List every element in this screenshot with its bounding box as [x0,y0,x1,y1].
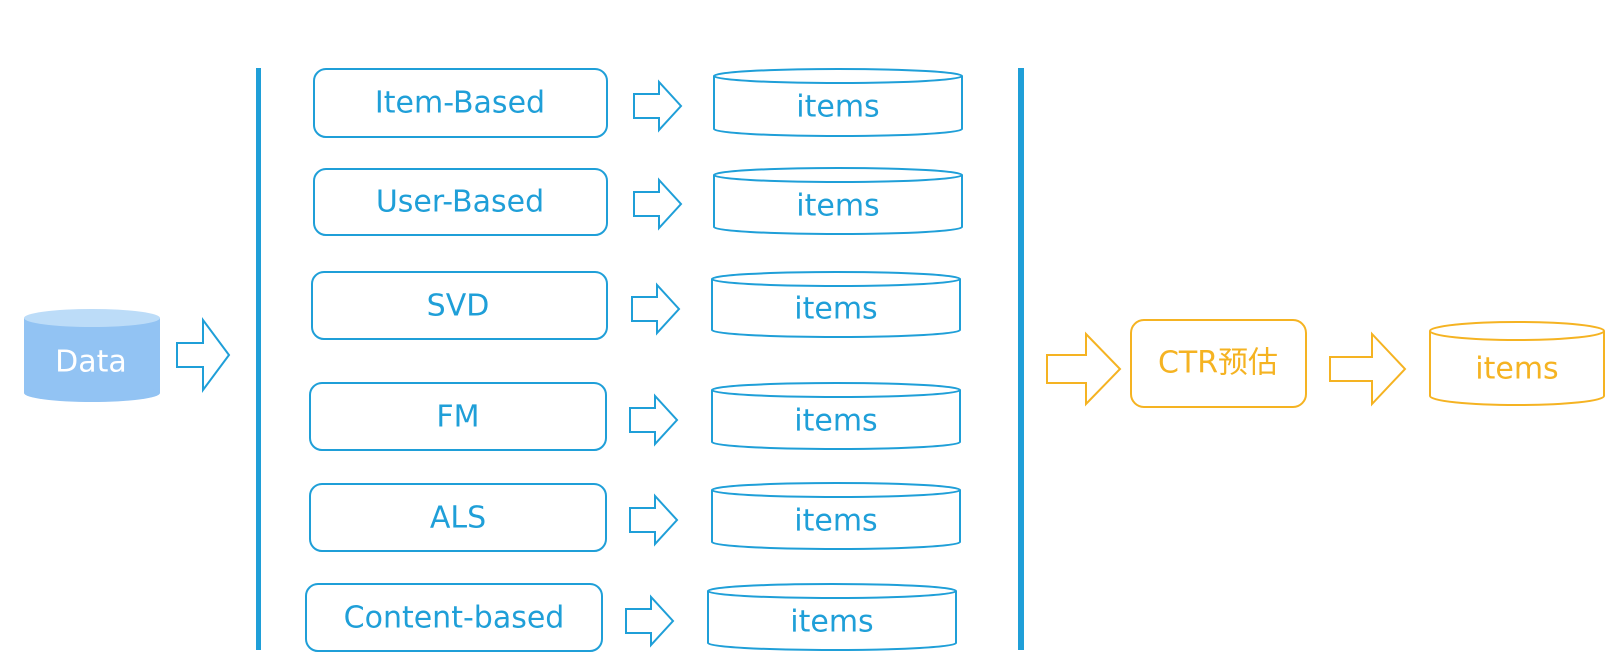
recall-row: FM items [309,382,961,451]
data-source-label: Data [55,345,127,380]
algorithm-label: ALS [430,501,486,536]
final-items-label: items [1475,352,1558,387]
ctr-estimation-box [1130,319,1307,408]
items-label: items [794,292,877,327]
arrow-icon [633,177,683,231]
recall-row: SVD items [311,271,961,340]
recall-row: Content-based items [305,583,957,652]
recall-group-right-bar [1018,68,1024,650]
data-source-cylinder: Data [24,309,160,402]
arrow-icon [629,393,679,447]
recall-row: ALS items [309,482,961,552]
algorithm-label: SVD [427,289,490,324]
arrow-icon [1329,331,1407,407]
algorithm-label: Content-based [344,601,565,636]
items-cylinder: items [711,482,961,550]
recall-group-left-bar [256,68,261,650]
arrow-icon [633,79,683,133]
algorithm-label: FM [436,400,479,435]
recall-row: User-Based items [313,167,963,236]
items-label: items [796,90,879,125]
algorithm-box [309,483,607,552]
items-label: items [794,404,877,439]
items-cylinder: items [713,167,963,235]
items-label: items [796,189,879,224]
items-cylinder: items [711,271,961,338]
algorithm-box [313,168,608,236]
arrow-icon [631,282,681,336]
algorithm-box [305,583,603,652]
arrow-icon [176,316,231,394]
items-cylinder: items [711,382,961,450]
arrow-icon [625,594,675,648]
algorithm-box [313,68,608,138]
algorithm-label: User-Based [376,185,544,220]
algorithm-box [309,382,607,451]
algorithm-label: Item-Based [375,86,545,121]
recall-row: Item-Based items [313,68,963,138]
arrow-icon [1046,331,1122,407]
items-cylinder: items [707,583,957,651]
final-items-cylinder: items [1429,321,1605,406]
algorithm-box [311,271,608,340]
items-label: items [790,605,873,640]
ctr-estimation-label: CTR预估 [1158,346,1278,381]
arrow-icon [629,493,679,547]
items-cylinder: items [713,68,963,137]
items-label: items [794,504,877,539]
